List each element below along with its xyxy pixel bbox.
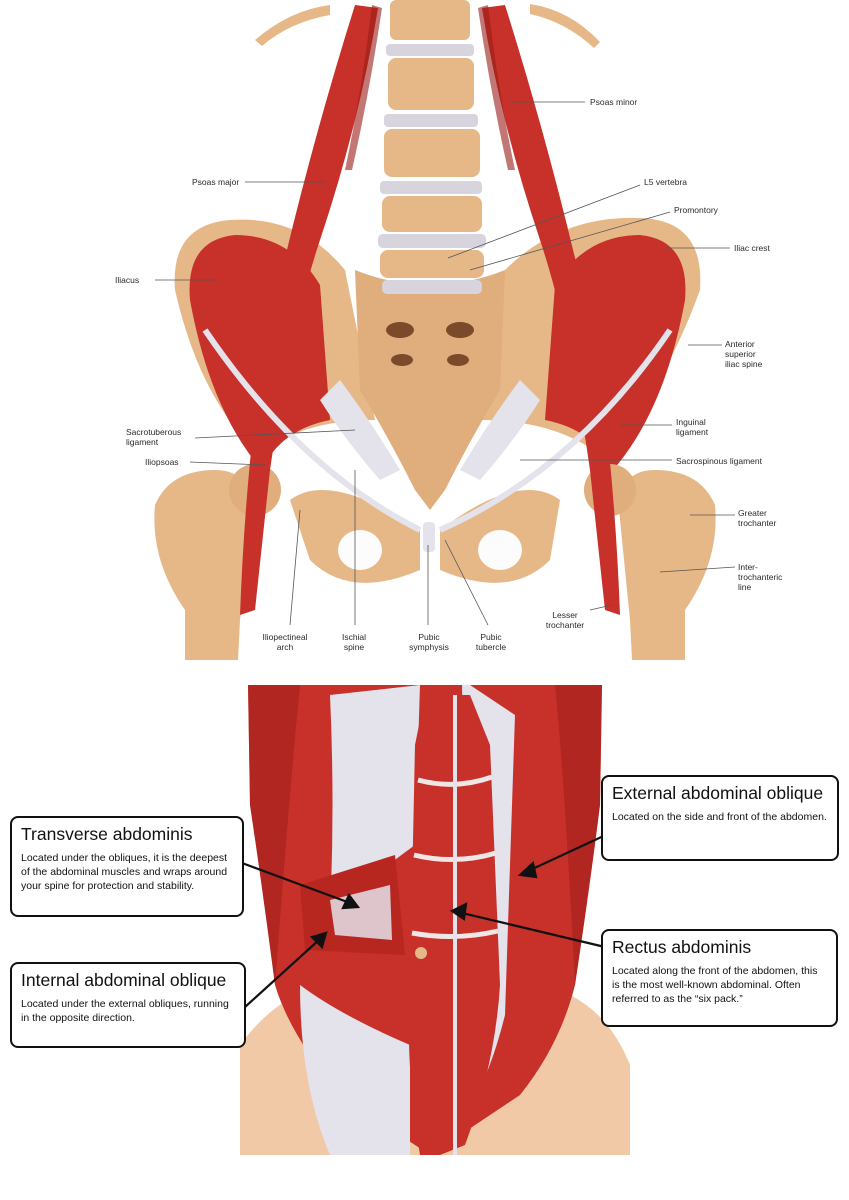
femur-left bbox=[154, 470, 251, 660]
abdomen-drawing bbox=[240, 685, 630, 1155]
label-iliopectineal-arch: Iliopectineal arch bbox=[262, 632, 308, 652]
aponeurosis-lower-left bbox=[300, 985, 410, 1155]
sacrospinous-ligament-right bbox=[460, 380, 540, 480]
abdominal-illustration: External abdominal oblique Located on th… bbox=[0, 685, 849, 1200]
label-anterior-superior-iliac-spine: Anterior superior iliac spine bbox=[725, 339, 763, 369]
pelvis-illustration: Psoas minor Psoas major L5 vertebra Prom… bbox=[115, 0, 783, 660]
psoas-major-right bbox=[482, 5, 620, 615]
label-ischial-spine: Ischial spine bbox=[341, 632, 367, 652]
aponeurosis-left bbox=[330, 685, 420, 915]
external-oblique-title: External abdominal oblique bbox=[612, 783, 824, 803]
rectus-abdominis-title: Rectus abdominis bbox=[612, 937, 752, 957]
rib-right bbox=[530, 4, 600, 48]
callout-arrows bbox=[241, 832, 611, 1008]
label-iliacus: Iliacus bbox=[115, 275, 140, 285]
inguinal-ligament-left bbox=[202, 328, 422, 533]
leader-lines bbox=[155, 101, 736, 626]
label-l5-vertebra: L5 vertebra bbox=[644, 177, 687, 187]
label-iliopsoas: Iliopsoas bbox=[145, 457, 179, 467]
external-oblique-description: Located on the side and front of the abd… bbox=[612, 811, 827, 823]
transverse-abdominis-description: Located under the obliques, it is the de… bbox=[21, 852, 228, 892]
label-iliac-crest: Iliac crest bbox=[734, 243, 770, 253]
callout-internal-oblique: Internal abdominal oblique Located under… bbox=[10, 962, 246, 1048]
label-lesser-trochanter: Lesser trochanter bbox=[545, 610, 585, 630]
callout-transverse-abdominis: Transverse abdominis Located under the o… bbox=[10, 816, 244, 917]
label-sacrotuberous-ligament: Sacrotuberous ligament bbox=[126, 427, 182, 447]
label-pubic-symphysis: Pubic symphysis bbox=[409, 632, 449, 652]
navel bbox=[415, 947, 427, 959]
label-inguinal-ligament: Inguinal ligament bbox=[676, 417, 709, 437]
label-promontory: Promontory bbox=[674, 205, 718, 215]
label-psoas-minor: Psoas minor bbox=[590, 97, 638, 107]
label-intertrochanteric-line: Inter- trochanteric line bbox=[738, 562, 783, 592]
lumbar-spine bbox=[378, 0, 486, 294]
label-sacrospinous-ligament: Sacrospinous ligament bbox=[676, 456, 762, 466]
pubic-symphysis bbox=[423, 522, 435, 552]
inguinal-ligament-right bbox=[438, 328, 673, 533]
label-psoas-major: Psoas major bbox=[192, 177, 240, 187]
internal-oblique-description: Located under the external obliques, run… bbox=[21, 998, 229, 1024]
rectus-abdominis-description: Located along the front of the abdomen, … bbox=[612, 965, 818, 1005]
callout-rectus-abdominis: Rectus abdominis Located along the front… bbox=[601, 929, 838, 1027]
psoas-major-left bbox=[240, 5, 378, 615]
pelvis-drawing bbox=[154, 0, 736, 660]
callout-external-oblique: External abdominal oblique Located on th… bbox=[601, 775, 839, 861]
label-pubic-tubercle: Pubic tubercle bbox=[475, 632, 507, 652]
rib-left bbox=[255, 5, 330, 46]
internal-oblique-title: Internal abdominal oblique bbox=[21, 970, 227, 990]
label-greater-trochanter: Greater trochanter bbox=[738, 508, 777, 528]
transverse-abdominis-title: Transverse abdominis bbox=[21, 824, 193, 844]
femur-right bbox=[619, 470, 716, 660]
sacrospinous-ligament-left bbox=[320, 380, 400, 480]
